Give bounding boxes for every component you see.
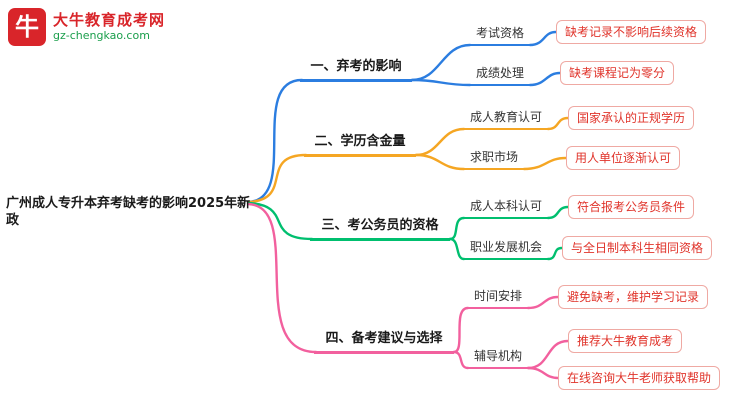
leaf-node: 缺考课程记为零分 [560,61,675,85]
leaf-node: 在线咨询大牛老师获取帮助 [558,366,721,390]
site-logo: 牛 大牛教育成考网 gz-chengkao.com [8,8,165,46]
leaf-node: 与全日制本科生相同资格 [562,236,713,260]
branch-3-connectors [246,201,570,261]
leaf-node: 避免缺考，维护学习记录 [558,285,709,309]
logo-subtitle: gz-chengkao.com [53,29,150,42]
branch-1-connectors [246,30,562,204]
leaf-node: 用人单位逐渐认可 [566,146,681,170]
subtopic-exam-qualification: 考试资格 [470,25,530,46]
logo-text: 大牛教育成考网 gz-chengkao.com [53,11,165,43]
branch-label-2: 二、学历含金量 [304,133,416,157]
root-topic: 广州成人专升本弃考缺考的影响2025年新政 [6,196,251,228]
leaf-node: 推荐大牛教育成考 [568,329,683,353]
branch-label-3: 三、考公务员的资格 [310,217,450,241]
branch-label-4: 四、备考建议与选择 [314,330,454,354]
branch-label-1: 一、弃考的影响 [300,58,412,82]
subtopic-career-opportunity: 职业发展机会 [464,239,548,260]
logo-title: 大牛教育成考网 [53,11,166,29]
leaf-node: 缺考记录不影响后续资格 [556,20,707,44]
bull-logo-icon: 牛 [8,8,46,46]
branch-4-connectors [246,202,570,380]
leaf-node: 符合报考公务员条件 [568,195,695,219]
branch-2-connectors [246,116,570,204]
subtopic-adult-education-recognition: 成人教育认可 [464,109,548,130]
subtopic-tutoring-agency: 辅导机构 [468,348,528,369]
subtopic-score-handling: 成绩处理 [470,65,530,86]
subtopic-time-arrangement: 时间安排 [468,288,528,309]
subtopic-job-market: 求职市场 [464,149,524,170]
leaf-node: 国家承认的正规学历 [568,106,695,130]
subtopic-adult-bachelor-recognition: 成人本科认可 [464,198,548,219]
